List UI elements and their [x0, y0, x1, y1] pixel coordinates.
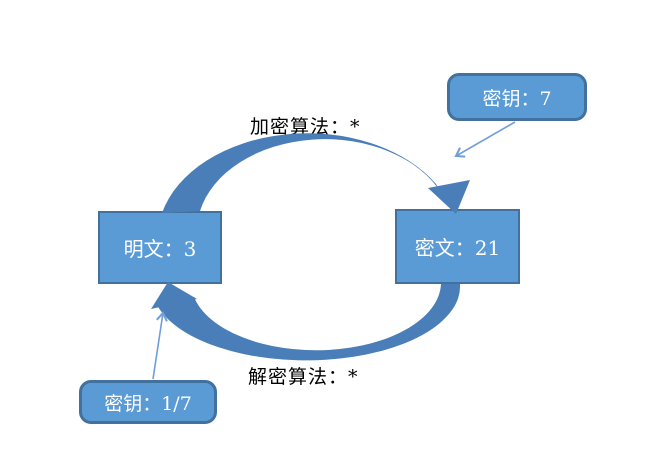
- ciphertext-node-label: 密文：21: [414, 236, 501, 260]
- encrypt-algorithm-label: 加密算法：*: [250, 116, 361, 138]
- decrypt-key-node: 密钥：1/7: [79, 380, 217, 424]
- decrypt-algorithm-label: 解密算法：*: [248, 366, 359, 388]
- plaintext-node-label: 明文：3: [123, 237, 197, 261]
- encrypt-key-connector-arrow: [454, 121, 516, 158]
- decrypt-key-connector-arrow: [152, 311, 168, 380]
- plaintext-node: 明文：3: [98, 211, 222, 284]
- ciphertext-node: 密文：21: [395, 209, 520, 284]
- decrypt-arc-arrowhead-icon: [151, 282, 197, 309]
- decrypt-key-node-label: 密钥：1/7: [104, 392, 192, 415]
- decrypt-arc: [156, 284, 461, 361]
- encrypt-key-node-label: 密钥：7: [482, 87, 552, 110]
- encrypt-key-node: 密钥：7: [447, 73, 587, 121]
- encrypt-arc: [162, 133, 442, 213]
